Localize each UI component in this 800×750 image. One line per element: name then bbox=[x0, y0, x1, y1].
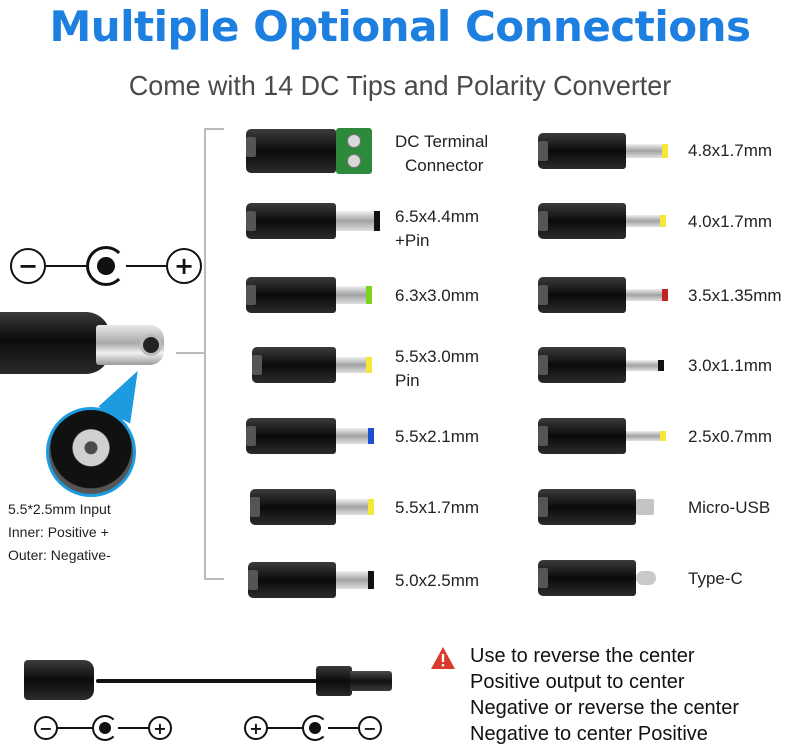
converter-female-end bbox=[24, 660, 94, 700]
warning-icon bbox=[431, 647, 455, 669]
tip-5.5x3.0-icon bbox=[252, 347, 372, 383]
input-spec-line1: 5.5*2.5mm Input bbox=[8, 501, 111, 517]
tip-4.8x1.7-icon bbox=[538, 133, 668, 169]
plus-icon: + bbox=[148, 716, 172, 740]
converter-cable bbox=[96, 679, 336, 683]
input-spec-line2: Inner: Positive + bbox=[8, 524, 109, 540]
tip-label: 5.0x2.5mm bbox=[395, 571, 480, 590]
tip-label: 3.0x1.1mm bbox=[688, 356, 773, 375]
tip-3.0x1.1-icon bbox=[538, 347, 664, 383]
tip-label: 3.5x1.35mm bbox=[688, 286, 782, 305]
input-cable-image bbox=[0, 312, 110, 374]
page-title: Multiple Optional Connections bbox=[49, 2, 751, 51]
tip-label: 4.8x1.7mm bbox=[688, 141, 773, 160]
dc-terminal-connector-icon bbox=[246, 128, 372, 174]
tip-label: 6.3x3.0mm bbox=[395, 286, 480, 305]
center-positive-icon bbox=[86, 246, 126, 286]
center-positive-icon bbox=[92, 715, 118, 741]
warning-line1: Use to reverse the center bbox=[470, 645, 695, 667]
polarity-symbol-after: + − bbox=[244, 715, 382, 741]
polarity-symbol-before: − + bbox=[34, 715, 172, 741]
minus-icon: − bbox=[10, 248, 46, 284]
tip-label: 5.5x1.7mm bbox=[395, 498, 480, 517]
minus-icon: − bbox=[34, 716, 58, 740]
tip-3.5x1.35-icon bbox=[538, 277, 668, 313]
plus-icon: + bbox=[166, 248, 202, 284]
warning-line2: Positive output to center bbox=[470, 671, 685, 693]
tip-6.3x3.0-icon bbox=[246, 277, 372, 313]
tip-5.5x2.1-icon bbox=[246, 418, 374, 454]
input-zoom-icon bbox=[46, 407, 136, 497]
bracket-line bbox=[204, 128, 224, 130]
tip-label: 5.5x2.1mm bbox=[395, 427, 480, 446]
converter-male-pin bbox=[350, 671, 392, 691]
bracket-line bbox=[204, 578, 224, 580]
minus-icon: − bbox=[358, 716, 382, 740]
tip-4.0x1.7-icon bbox=[538, 203, 666, 239]
warning-line4: Negative to center Positive bbox=[470, 723, 708, 745]
micro-usb-icon bbox=[538, 489, 654, 525]
tip-label: Type-C bbox=[688, 569, 743, 588]
tip-label: Micro-USB bbox=[688, 498, 771, 517]
tip-2.5x0.7-icon bbox=[538, 418, 666, 454]
tip-label: 2.5x0.7mm bbox=[688, 427, 773, 446]
converter-male-body bbox=[316, 666, 352, 696]
input-plug-hole bbox=[140, 334, 162, 356]
tip-label: 4.0x1.7mm bbox=[688, 212, 773, 231]
center-negative-icon bbox=[302, 715, 328, 741]
tip-5.0x2.5-icon bbox=[248, 562, 374, 598]
warning-line3: Negative or reverse the center bbox=[470, 697, 740, 719]
input-spec-line3: Outer: Negative- bbox=[8, 547, 111, 563]
plus-icon: + bbox=[244, 716, 268, 740]
type-c-icon bbox=[538, 560, 656, 596]
tip-label: 6.5x4.4mm+Pin bbox=[395, 207, 480, 250]
tip-6.5x4.4-icon bbox=[246, 203, 380, 239]
warning-text: Use to reverse the center Positive outpu… bbox=[470, 643, 739, 747]
bracket-line bbox=[204, 128, 206, 580]
bracket-line bbox=[176, 352, 206, 354]
polarity-symbol-input: − + bbox=[10, 246, 202, 286]
page-subtitle: Come with 14 DC Tips and Polarity Conver… bbox=[128, 70, 672, 101]
tip-5.5x1.7-icon bbox=[250, 489, 374, 525]
